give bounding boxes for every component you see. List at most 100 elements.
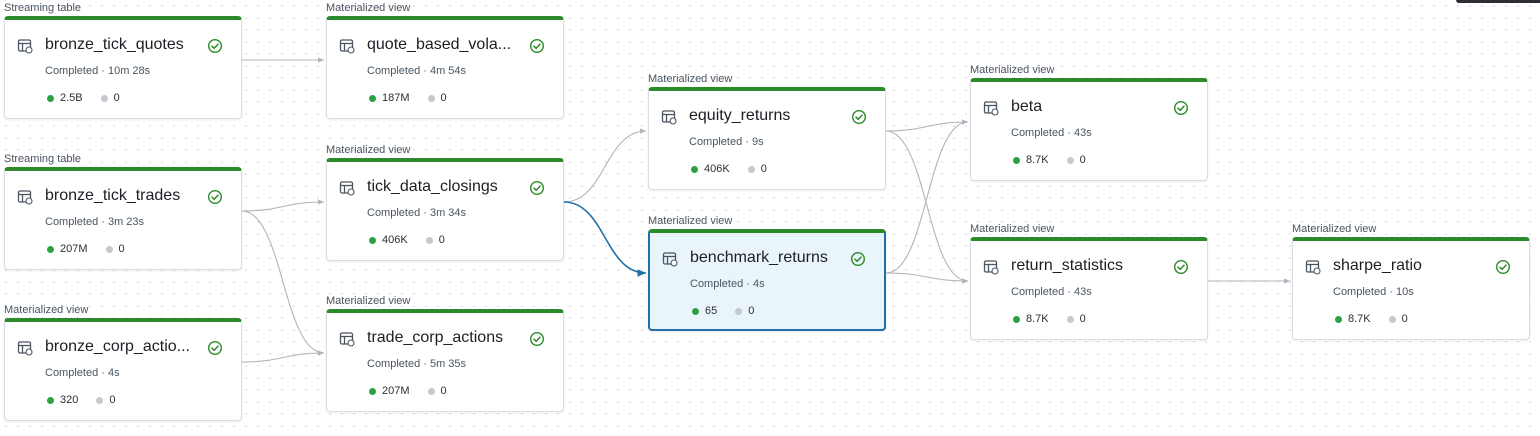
node-card[interactable]: tick_data_closings Completed · 3m 34s 40… — [326, 158, 564, 261]
table-icon — [1305, 260, 1321, 275]
edge-bronze-tick-trades-to-tick-data-closings — [241, 199, 325, 212]
node-card[interactable]: equity_returns Completed · 9s 406K 0 — [648, 87, 886, 190]
ok-dot-icon — [692, 307, 699, 315]
node-status: Completed · 10m 28s — [45, 65, 151, 77]
node-metrics: 65 0 — [692, 305, 754, 317]
node-metrics: 8.7K 0 — [1013, 313, 1086, 325]
pipeline-node-beta: Materialized view beta Completed · 43s 8… — [970, 64, 1208, 182]
rows-written: 406K — [382, 234, 408, 246]
ok-dot-icon — [369, 94, 376, 102]
node-title: quote_based_vola... — [367, 36, 512, 53]
node-type-label: Materialized view — [648, 73, 733, 85]
node-status: Completed · 43s — [1011, 127, 1092, 139]
node-type-label: Materialized view — [326, 295, 411, 307]
check-circle-icon — [207, 340, 223, 356]
node-title: sharpe_ratio — [1333, 257, 1422, 274]
table-icon — [339, 181, 355, 196]
node-card[interactable]: bronze_corp_actio... Completed · 4s 320 … — [4, 318, 242, 421]
neutral-dot-icon — [1066, 156, 1074, 164]
rows-dropped: 0 — [440, 385, 447, 397]
node-status: Completed · 4s — [45, 367, 120, 379]
rows-written: 207M — [60, 243, 88, 255]
rows-written: 8.7K — [1026, 313, 1049, 325]
node-type-label: Materialized view — [4, 304, 89, 316]
rows-written: 406K — [704, 163, 730, 175]
ok-dot-icon — [369, 387, 376, 395]
check-circle-icon — [529, 331, 545, 347]
node-card[interactable]: benchmark_returns Completed · 4s 65 0 — [648, 229, 886, 331]
rows-dropped: 0 — [1079, 313, 1086, 325]
ok-dot-icon — [1335, 315, 1342, 323]
edge-tick-data-closings-to-equity-returns — [563, 128, 647, 203]
node-status: Completed · 10s — [1333, 286, 1414, 298]
node-title: tick_data_closings — [367, 178, 498, 195]
node-title: bronze_corp_actio... — [45, 338, 190, 355]
ok-dot-icon — [1013, 315, 1020, 323]
rows-written: 207M — [382, 385, 410, 397]
node-title: bronze_tick_quotes — [45, 36, 184, 53]
node-type-label: Streaming table — [4, 153, 82, 165]
pipeline-node-quote-based-vola: Materialized view quote_based_vola... Co… — [326, 2, 564, 120]
check-circle-icon — [207, 38, 223, 54]
edge-bronze-tick-trades-to-trade-corp-actions — [241, 210, 325, 356]
node-status: Completed · 5m 35s — [367, 358, 467, 370]
check-circle-icon — [850, 251, 866, 267]
table-icon — [661, 110, 677, 125]
rows-dropped: 0 — [113, 92, 120, 104]
table-icon — [339, 39, 355, 54]
edge-bronze-corp-actions-to-trade-corp-actions — [241, 350, 325, 363]
rows-dropped: 0 — [760, 163, 767, 175]
pipeline-node-benchmark-returns: Materialized view benchmark_returns Comp… — [648, 215, 886, 333]
table-icon — [17, 39, 33, 54]
node-card[interactable]: sharpe_ratio Completed · 10s 8.7K 0 — [1292, 237, 1530, 340]
top-toolbar-edge — [1456, 0, 1540, 3]
node-title: beta — [1011, 98, 1043, 115]
node-type-label: Streaming table — [4, 2, 82, 14]
neutral-dot-icon — [735, 307, 743, 315]
node-metrics: 207M 0 — [47, 243, 125, 255]
node-type-label: Materialized view — [1292, 223, 1377, 235]
pipeline-node-bronze-corp-actions: Materialized view bronze_corp_actio... C… — [4, 304, 242, 422]
node-card[interactable]: bronze_tick_quotes Completed · 10m 28s 2… — [4, 16, 242, 119]
node-metrics: 2.5B 0 — [47, 92, 120, 104]
node-metrics: 406K 0 — [691, 163, 767, 175]
node-metrics: 8.7K 0 — [1013, 154, 1086, 166]
table-icon — [17, 190, 33, 205]
neutral-dot-icon — [1066, 315, 1074, 323]
node-card[interactable]: bronze_tick_trades Completed · 3m 23s 20… — [4, 167, 242, 270]
node-status: Completed · 3m 23s — [45, 216, 145, 228]
node-card[interactable]: beta Completed · 43s 8.7K 0 — [970, 78, 1208, 181]
table-icon — [662, 252, 678, 267]
check-circle-icon — [1173, 259, 1189, 275]
node-card[interactable]: return_statistics Completed · 43s 8.7K 0 — [970, 237, 1208, 340]
rows-dropped: 0 — [440, 92, 447, 104]
rows-written: 65 — [705, 305, 718, 317]
neutral-dot-icon — [96, 396, 104, 404]
node-title: equity_returns — [689, 107, 791, 124]
node-card[interactable]: quote_based_vola... Completed · 4m 54s 1… — [326, 16, 564, 119]
rows-dropped: 0 — [118, 243, 125, 255]
node-card[interactable]: trade_corp_actions Completed · 5m 35s 20… — [326, 309, 564, 412]
pipeline-node-bronze-tick-trades: Streaming table bronze_tick_trades Compl… — [4, 153, 242, 271]
node-type-label: Materialized view — [326, 144, 411, 156]
rows-dropped: 0 — [438, 234, 445, 246]
rows-dropped: 0 — [109, 394, 116, 406]
check-circle-icon — [529, 38, 545, 54]
neutral-dot-icon — [747, 165, 755, 173]
node-title: bronze_tick_trades — [45, 187, 181, 204]
neutral-dot-icon — [427, 387, 435, 395]
rows-dropped: 0 — [1079, 154, 1086, 166]
rows-dropped: 0 — [1401, 313, 1408, 325]
rows-written: 2.5B — [60, 92, 83, 104]
table-icon — [339, 332, 355, 347]
node-metrics: 8.7K 0 — [1335, 313, 1408, 325]
rows-written: 8.7K — [1348, 313, 1371, 325]
node-status: Completed · 4s — [690, 278, 765, 290]
pipeline-node-equity-returns: Materialized view equity_returns Complet… — [648, 73, 886, 191]
node-title: return_statistics — [1011, 257, 1124, 274]
node-status: Completed · 43s — [1011, 286, 1092, 298]
rows-written: 8.7K — [1026, 154, 1049, 166]
ok-dot-icon — [1013, 156, 1020, 164]
table-icon — [983, 101, 999, 116]
